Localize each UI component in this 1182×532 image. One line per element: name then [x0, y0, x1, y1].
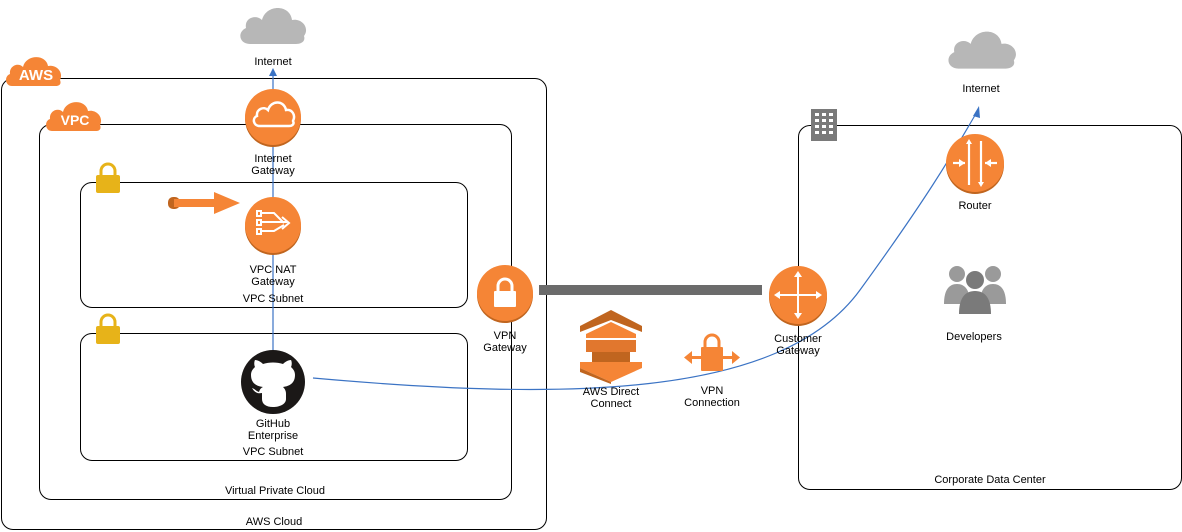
customer-gateway-icon: [769, 266, 827, 326]
aws-cloud-label: AWS Cloud: [245, 516, 303, 528]
lock-icon: [96, 162, 120, 193]
cloud-icon: [240, 8, 307, 44]
developers-icon: [944, 266, 1006, 314]
vpc-subnet-2-label: VPC Subnet: [242, 446, 304, 458]
direct-connect-icon: [580, 310, 642, 384]
router-label: Router: [958, 200, 992, 212]
virtual-private-cloud-label: Virtual Private Cloud: [224, 485, 326, 497]
vpc-nat-gateway-label: VPC NAT Gateway: [249, 264, 297, 288]
github-enterprise-label: GitHub Enterprise: [247, 418, 299, 442]
internet-gateway-label: Internet Gateway: [251, 153, 295, 177]
developers-label: Developers: [946, 331, 1002, 343]
vpc-subnet-github-container: [80, 333, 468, 461]
aws-cloud-badge-icon: [6, 57, 62, 86]
elastic-ip-icon: [168, 192, 240, 214]
vpc-subnet-1-label: VPC Subnet: [242, 293, 304, 305]
internet-right-label: Internet: [962, 83, 1000, 95]
aws-badge-label: AWS: [18, 67, 54, 84]
customer-gateway-label: Customer Gateway: [774, 333, 822, 357]
cloud-icon: [948, 31, 1016, 69]
corporate-data-center-label: Corporate Data Center: [934, 474, 1046, 486]
lock-icon: [96, 313, 120, 344]
nat-gateway-icon: [245, 197, 301, 255]
arrowhead-internet-right: [973, 106, 980, 118]
building-icon: [811, 109, 837, 141]
aws-cloud-container: [1, 78, 547, 530]
router-icon: [946, 134, 1004, 194]
aws-direct-connect-label: AWS Direct Connect: [582, 386, 640, 410]
vpn-connection-label: VPN Connection: [684, 385, 740, 409]
github-icon: [241, 350, 305, 414]
direct-connect-bar: [539, 285, 762, 295]
vpn-connection-icon: [684, 333, 740, 371]
vpc-badge-label: VPC: [60, 112, 90, 128]
vpc-cloud-badge-icon: [46, 102, 102, 131]
github-to-internet-via-customer-line: [312, 111, 978, 391]
vpn-gateway-label: VPN Gateway: [483, 330, 527, 354]
internet-top-label: Internet: [254, 56, 292, 68]
arrowhead-internet-top: [269, 68, 277, 76]
vpn-gateway-icon: [477, 265, 533, 323]
vpc-subnet-nat-container: [80, 182, 468, 308]
internet-gateway-icon: [245, 89, 301, 147]
